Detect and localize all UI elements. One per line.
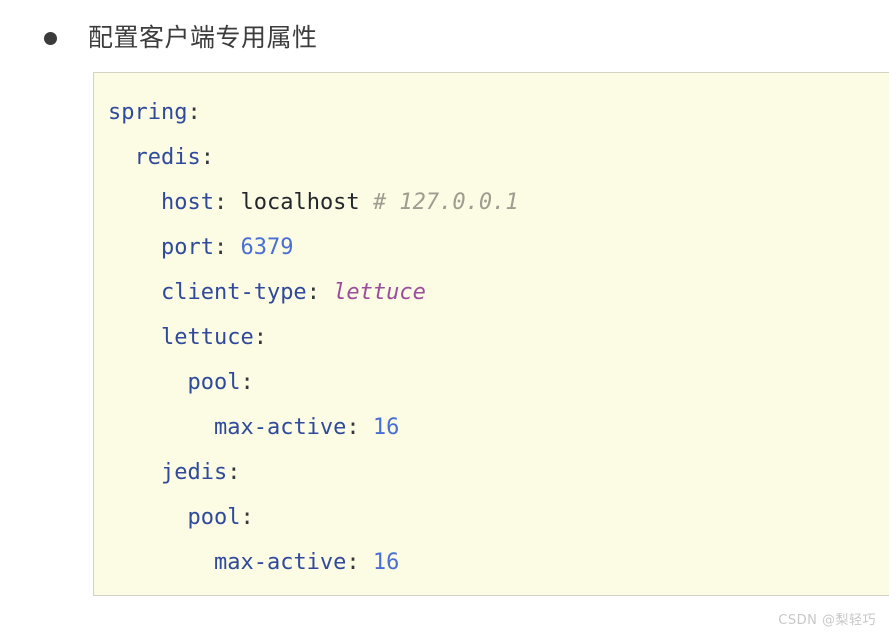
code-token-str: localhost — [240, 190, 360, 215]
bullet-icon — [44, 31, 57, 45]
code-token-plain — [360, 190, 373, 215]
code-block[interactable]: spring: redis: host: localhost # 127.0.0… — [93, 72, 889, 596]
code-indent — [108, 460, 161, 485]
code-line: client-type: lettuce — [108, 270, 889, 315]
code-line: pool: — [108, 495, 889, 540]
code-line: max-active: 16 — [108, 540, 889, 585]
code-token-num: 16 — [372, 550, 400, 575]
code-indent — [108, 370, 187, 395]
code-line: lettuce: — [108, 315, 889, 360]
code-token-key: host — [160, 190, 214, 215]
code-line: host: localhost # 127.0.0.1 — [108, 180, 889, 225]
code-indent — [108, 235, 161, 260]
code-indent — [108, 325, 161, 350]
code-line: jedis: — [108, 450, 889, 495]
code-token-key: pool — [187, 505, 241, 530]
code-token-punct: : — [240, 505, 254, 530]
code-token-key: max-active — [213, 415, 347, 440]
code-token-val-em: lettuce — [333, 280, 426, 305]
code-token-key: jedis — [160, 460, 228, 485]
bulleted-heading: 配置客户端专用属性 — [0, 14, 318, 62]
code-token-punct: : — [346, 415, 373, 440]
code-indent — [108, 415, 214, 440]
code-token-comment: # 127.0.0.1 — [372, 190, 519, 215]
code-token-punct: : — [253, 325, 267, 350]
code-token-key: port — [160, 235, 214, 260]
code-token-key: redis — [134, 145, 201, 170]
page-title: 配置客户端专用属性 — [88, 23, 318, 52]
code-indent — [108, 550, 214, 575]
code-token-punct: : — [306, 280, 334, 305]
code-token-key: lettuce — [160, 325, 254, 350]
code-content: spring: redis: host: localhost # 127.0.0… — [94, 73, 889, 585]
code-token-key: pool — [187, 370, 241, 395]
code-line: redis: — [108, 135, 889, 180]
code-indent — [108, 505, 187, 530]
watermark: CSDN @梨轻巧 — [778, 613, 876, 628]
code-token-key: spring — [108, 100, 188, 125]
code-token-punct: : — [187, 100, 201, 125]
code-token-punct: : — [240, 370, 254, 395]
code-token-key: client-type — [160, 280, 307, 305]
code-token-punct: : — [346, 550, 373, 575]
code-token-key: max-active — [213, 550, 347, 575]
code-line: max-active: 16 — [108, 405, 889, 450]
code-token-num: 16 — [372, 415, 400, 440]
code-token-punct: : — [213, 235, 241, 260]
code-indent — [108, 145, 135, 170]
code-line: port: 6379 — [108, 225, 889, 270]
code-token-punct: : — [200, 145, 214, 170]
code-line: spring: — [108, 90, 889, 135]
code-indent — [108, 280, 161, 305]
code-token-punct: : — [227, 460, 241, 485]
code-indent — [108, 190, 161, 215]
code-token-punct: : — [213, 190, 241, 215]
code-token-num: 6379 — [240, 235, 294, 260]
code-line: pool: — [108, 360, 889, 405]
